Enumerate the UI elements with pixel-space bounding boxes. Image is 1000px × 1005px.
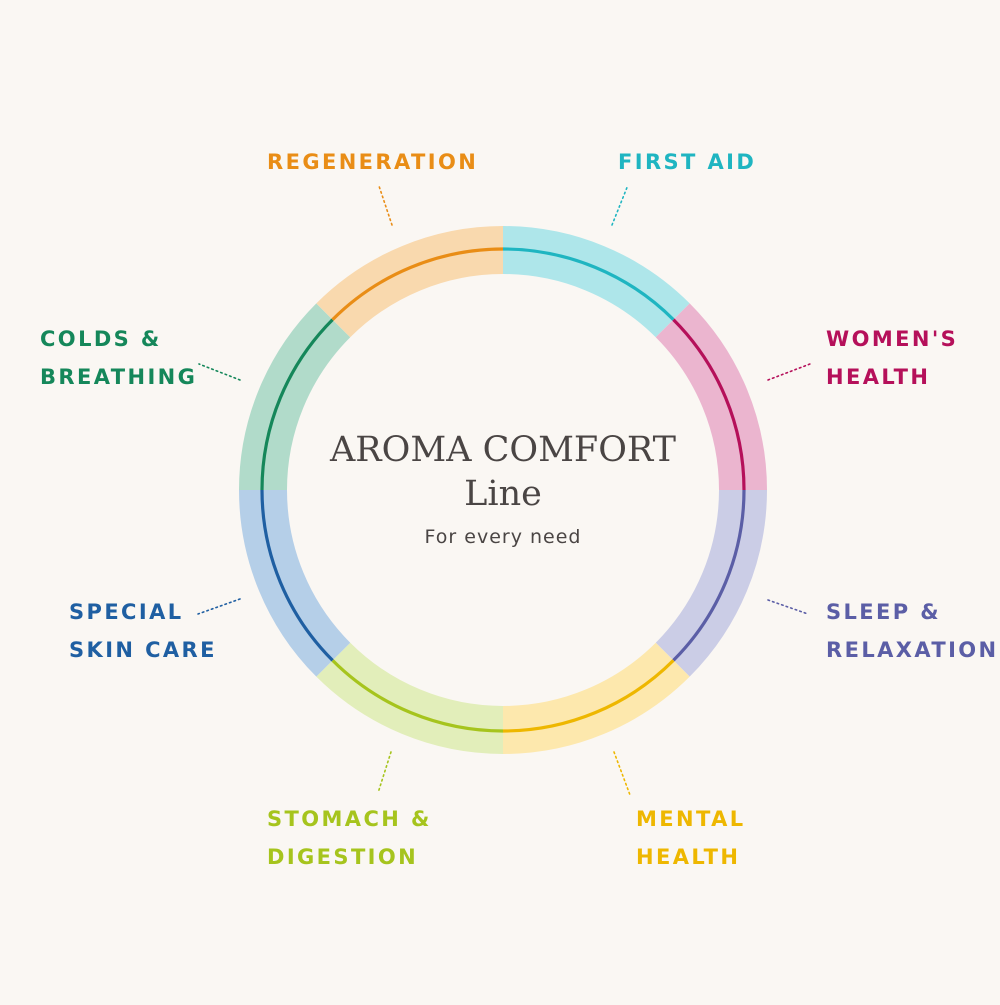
band-line-sleep-relaxation [672, 489, 746, 662]
band-mental-health [502, 642, 690, 754]
label-line: STOMACH & [267, 807, 432, 831]
label-line: HEALTH [636, 845, 740, 869]
wheel-bands [239, 226, 767, 754]
band-line-mental-health [502, 659, 675, 733]
label-line: RELAXATION [826, 638, 999, 662]
band-special-skin-care [239, 489, 351, 677]
band-line-womens-health [672, 318, 746, 491]
band-line-stomach-digestion [331, 659, 504, 733]
category-labels: FIRST AID WOMEN'S HEALTH SLEEP & RELAXATION M… [40, 150, 999, 869]
leader-first-aid [611, 184, 629, 226]
label-first-aid: FIRST AID [618, 150, 756, 174]
label-line: SPECIAL [69, 600, 184, 624]
leader-special-skin-care [197, 598, 241, 615]
band-stomach-digestion [316, 642, 504, 754]
label-line: MENTAL [636, 807, 746, 831]
label-line: HEALTH [826, 365, 930, 389]
leader-sleep-relaxation [767, 599, 809, 615]
band-first-aid [502, 226, 690, 338]
label-regeneration: REGENERATION [267, 150, 478, 174]
label-stomach-digestion: STOMACH & DIGESTION [267, 807, 432, 869]
band-line-first-aid [502, 247, 675, 321]
label-line: FIRST AID [618, 150, 756, 174]
label-line: DIGESTION [267, 845, 418, 869]
leader-womens-health [767, 363, 811, 381]
center-title: AROMA COMFORT Line For every need [329, 430, 676, 548]
band-sleep-relaxation [655, 489, 767, 677]
leader-lines [197, 184, 811, 796]
label-line: REGENERATION [267, 150, 478, 174]
label-line: BREATHING [40, 365, 197, 389]
tagline: For every need [425, 526, 582, 548]
band-regeneration [316, 226, 504, 338]
label-womens-health: WOMEN'S HEALTH [826, 327, 958, 389]
label-line: SKIN CARE [69, 638, 217, 662]
label-line: SLEEP & [826, 600, 941, 624]
label-colds-breathing: COLDS & BREATHING [40, 327, 197, 389]
leader-regeneration [378, 185, 393, 226]
label-sleep-relaxation: SLEEP & RELAXATION [826, 600, 999, 662]
leader-stomach-digestion [377, 751, 392, 794]
label-mental-health: MENTAL HEALTH [636, 807, 746, 869]
label-line: WOMEN'S [826, 327, 958, 351]
band-line-colds-breathing [260, 318, 334, 491]
leader-mental-health [613, 751, 631, 796]
band-line-special-skin-care [260, 489, 334, 662]
title-line-2: Line [464, 474, 542, 514]
title-line-1: AROMA COMFORT [329, 430, 676, 470]
band-colds-breathing [239, 303, 351, 491]
label-line: COLDS & [40, 327, 162, 351]
band-womens-health [655, 303, 767, 491]
band-line-regeneration [331, 247, 504, 321]
leader-colds-breathing [198, 363, 241, 381]
label-special-skin-care: SPECIAL SKIN CARE [69, 600, 217, 662]
